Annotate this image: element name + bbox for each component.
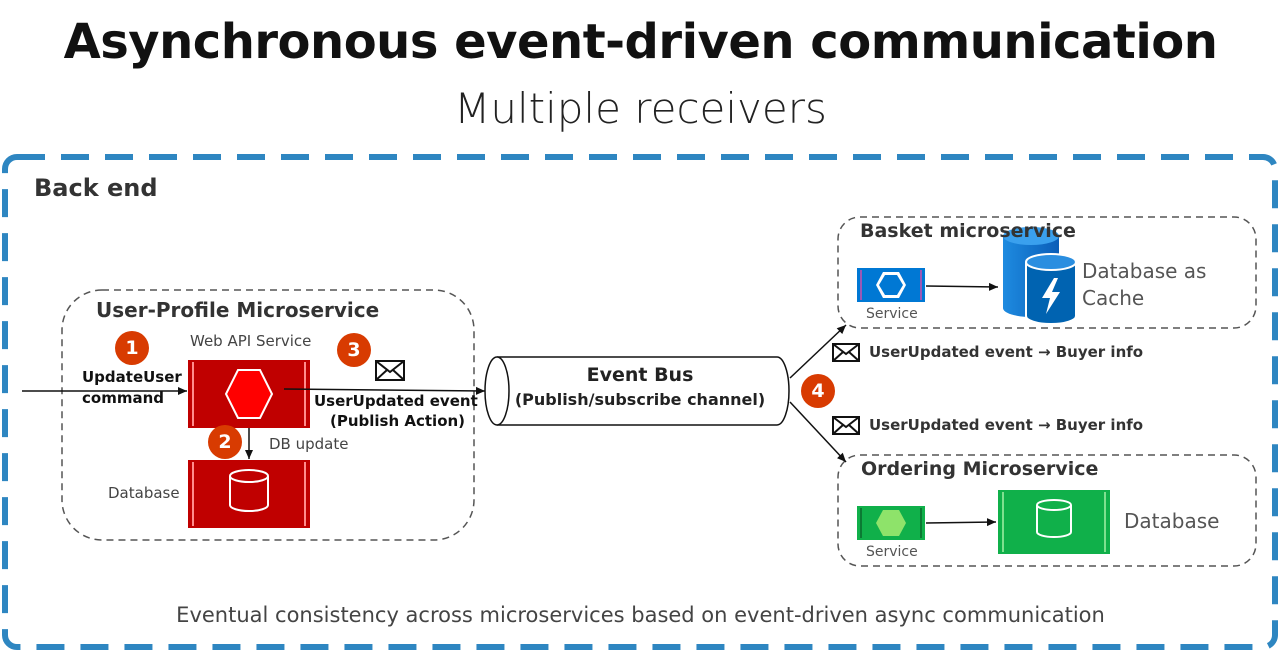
ordering-label: Ordering Microservice bbox=[861, 458, 1099, 480]
user-profile-container bbox=[61, 289, 475, 541]
page-title: Asynchronous event-driven communication bbox=[63, 14, 1218, 70]
ordering-service-to-db-arrow bbox=[925, 518, 997, 527]
envelope-icon bbox=[375, 360, 405, 381]
ordering-database-icon bbox=[998, 490, 1110, 554]
backend-frame bbox=[2, 154, 1278, 650]
cache-database-icon bbox=[1003, 227, 1077, 325]
ordering-container bbox=[837, 454, 1257, 567]
basket-service-label: Service bbox=[866, 306, 918, 322]
basket-db-label-line2: Cache bbox=[1082, 286, 1145, 310]
database-label: Database bbox=[108, 484, 180, 502]
ordering-event-label: UserUpdated event → Buyer info bbox=[869, 416, 1144, 434]
ordering-db-label: Database bbox=[1124, 509, 1220, 533]
web-api-service-icon bbox=[188, 360, 310, 428]
user-profile-database-icon bbox=[188, 460, 310, 528]
to-ordering-arrow bbox=[789, 401, 847, 463]
basket-container bbox=[837, 216, 1257, 329]
basket-label: Basket microservice bbox=[860, 220, 1076, 242]
event-bus-label-line2: (Publish/subscribe channel) bbox=[514, 390, 766, 409]
ordering-service-label: Service bbox=[866, 544, 918, 560]
basket-event-label: UserUpdated event → Buyer info bbox=[869, 343, 1144, 361]
footer-caption: Eventual consistency across microservice… bbox=[176, 603, 1105, 627]
user-profile-label: User-Profile Microservice bbox=[96, 298, 380, 322]
event-bus-icon bbox=[484, 356, 790, 426]
step-2-badge: 2 bbox=[208, 425, 242, 459]
command-label-line1: UpdateUser bbox=[82, 368, 182, 386]
event-bus-label-line1: Event Bus bbox=[586, 364, 694, 386]
basket-db-label-line1: Database as bbox=[1082, 259, 1207, 283]
envelope-icon-ordering-event bbox=[832, 416, 860, 435]
backend-label: Back end bbox=[34, 174, 158, 202]
to-basket-arrow bbox=[789, 324, 847, 379]
step-4-badge: 4 bbox=[801, 374, 835, 408]
db-update-label: DB update bbox=[269, 435, 349, 453]
publish-arrow bbox=[283, 386, 486, 395]
page-subtitle: Multiple receivers bbox=[454, 84, 827, 133]
command-label-line2: command bbox=[82, 389, 164, 407]
basket-service-to-db-arrow bbox=[925, 282, 999, 291]
publish-label-line1: UserUpdated event bbox=[314, 392, 478, 410]
basket-service-icon bbox=[857, 268, 925, 302]
envelope-icon-basket-event bbox=[832, 343, 860, 362]
step-1-badge: 1 bbox=[115, 331, 149, 365]
web-api-label: Web API Service bbox=[190, 332, 312, 350]
ordering-service-icon bbox=[857, 506, 925, 540]
publish-label-line2: (Publish Action) bbox=[330, 412, 466, 430]
step-3-badge: 3 bbox=[337, 333, 371, 367]
